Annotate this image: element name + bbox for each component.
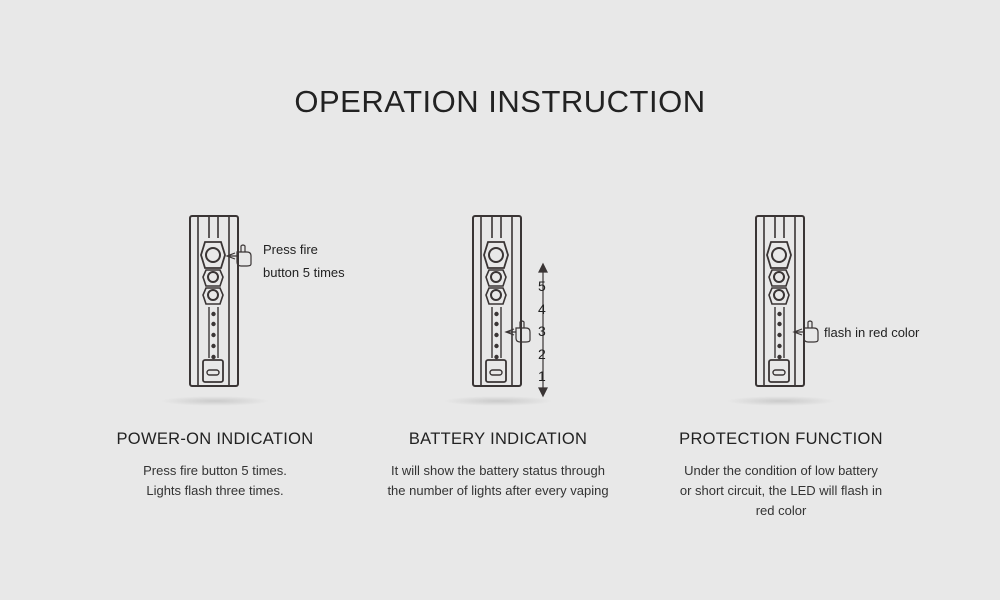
- device-shadow: [726, 396, 836, 406]
- up-down-arrow-icon: [538, 262, 548, 398]
- battery-level-1: 1: [538, 368, 546, 384]
- panel-protection: flash in red color PROTECTION FUNCTION U…: [631, 200, 931, 580]
- battery-level-5: 5: [538, 278, 546, 294]
- vape-device-icon: [189, 215, 252, 387]
- panel-description: It will show the battery status through …: [387, 463, 609, 498]
- panel-battery: 5 4 3 2 1 BATTERY INDICATION It will sho…: [348, 200, 648, 580]
- panel-heading: BATTERY INDICATION: [408, 430, 588, 448]
- panel-heading: PROTECTION FUNCTION: [679, 430, 883, 448]
- panel-power-on: Press fire button 5 times POWER-ON INDIC…: [65, 200, 365, 580]
- callout-text: Press fire button 5 times: [263, 242, 345, 280]
- panel-description: Press fire button 5 times. Lights flash …: [143, 463, 287, 498]
- panel-description: Under the condition of low battery or sh…: [679, 463, 883, 518]
- pointing-hand-icon: [792, 320, 819, 343]
- vape-device-icon: [472, 215, 548, 398]
- device-shadow: [443, 396, 553, 406]
- vape-device-icon: [755, 215, 819, 387]
- device-shadow: [160, 396, 270, 406]
- callout-text: flash in red color: [824, 325, 920, 340]
- battery-level-4: 4: [538, 301, 546, 317]
- page-title: OPERATION INSTRUCTION: [294, 84, 706, 119]
- battery-level-3: 3: [538, 323, 546, 339]
- battery-level-2: 2: [538, 346, 546, 362]
- pointing-hand-icon: [504, 320, 531, 343]
- panel-heading: POWER-ON INDICATION: [116, 430, 314, 448]
- pointing-hand-icon: [225, 244, 252, 267]
